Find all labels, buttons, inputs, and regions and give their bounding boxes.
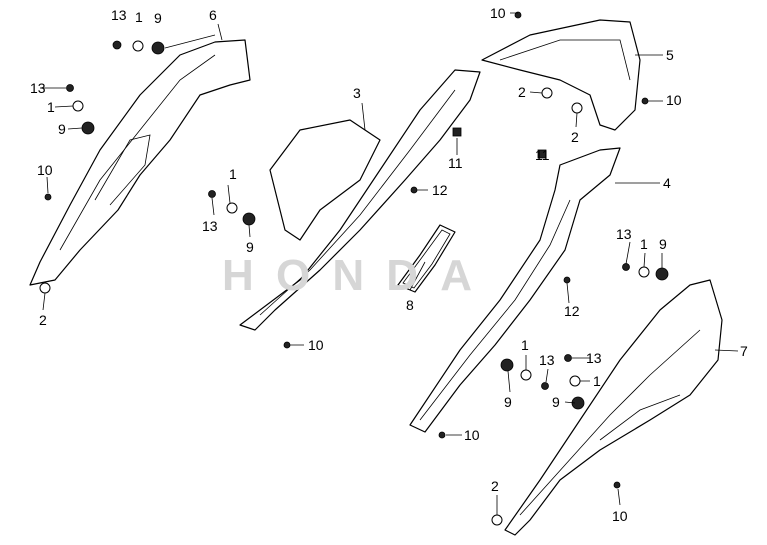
part-7-right-rear-cowl [504,279,723,536]
callout: 1 [593,373,601,389]
callout: 1 [47,99,55,115]
callout: 11 [448,155,463,171]
callout: 13 [539,352,555,368]
part-6-left-rear-cowl [29,39,251,286]
callout: 9 [246,239,254,255]
callout: 12 [432,182,448,198]
callout: 13 [616,226,632,242]
callout: 1 [640,236,648,252]
callout: 1 [135,9,143,25]
callout: 10 [464,427,480,443]
fasteners [39,11,669,526]
callout: 11 [535,147,550,163]
callout: 12 [564,303,580,319]
callout: 9 [659,236,667,252]
part-8-seal [397,224,456,293]
leader-lines [40,12,739,515]
callout: 3 [353,85,361,101]
callout: 10 [490,5,506,21]
callout: 1 [521,337,529,353]
callout: 2 [39,312,47,328]
callout: 1 [229,166,237,182]
part-5-rear-top-cover [481,19,641,131]
callout: 4 [663,175,671,191]
callout: 10 [37,162,53,178]
callout: 9 [58,121,66,137]
callout: 13 [111,7,127,23]
callout: 2 [518,84,526,100]
callout: 2 [491,478,499,494]
callout: 10 [612,508,628,524]
callout: 9 [504,394,512,410]
part-3-center-inner-cover [239,69,481,331]
callout: 10 [666,92,682,108]
callout-labels: 13 1 9 6 13 1 9 10 2 3 1 13 9 12 11 8 10… [30,5,748,524]
callout: 7 [740,343,748,359]
callout: 10 [308,337,324,353]
callout: 13 [586,350,602,366]
callout: 9 [552,394,560,410]
callout: 8 [406,297,414,313]
callout: 6 [209,7,217,23]
part-4-rear-frame-cover [409,147,621,433]
callout: 13 [202,218,218,234]
callout: 2 [571,129,579,145]
callout: 9 [154,10,162,26]
callout: 13 [30,80,46,96]
callout: 5 [666,47,674,63]
